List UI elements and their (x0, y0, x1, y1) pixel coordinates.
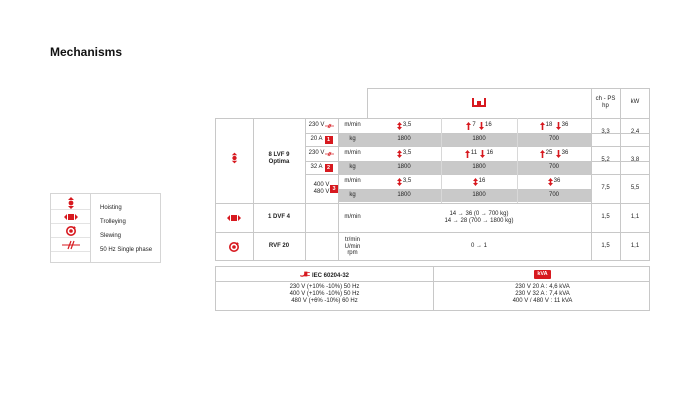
r3-kg-1: 1800 (397, 192, 411, 199)
r2-unit-kg: kg (349, 164, 356, 171)
trolleying-icon (51, 210, 90, 224)
slew-kw: 1,1 (630, 243, 640, 250)
r2-unit-mmin: m/min (344, 150, 361, 157)
r2-badge: 2 (324, 164, 333, 172)
r2-speed: 3,5 (367, 148, 441, 160)
r2-kg-1: 1800 (397, 164, 411, 171)
r3-slow: 36 (517, 176, 591, 188)
hook-icon (367, 88, 591, 118)
r1-kw: 2,4 (630, 129, 640, 136)
r2-kw: 3,8 (630, 157, 640, 164)
r1-slow: 18 36 (517, 120, 591, 132)
r1-unit-mmin: m/min (344, 122, 361, 129)
r1-voltage: 230 V (305, 120, 338, 132)
trolley-hp: 1,5 (601, 214, 610, 221)
kva-badge: kVA (534, 270, 551, 279)
r2-kg-3: 700 (548, 164, 559, 171)
r1-hp: 3,3 (601, 129, 610, 136)
r1-kg-3: 700 (548, 136, 559, 143)
trolleying-icon (215, 204, 253, 232)
trolley-unit: m/min (344, 214, 361, 221)
kva-values: 230 V 20 A : 4,6 kVA 230 V 32 A : 7,4 kV… (512, 284, 573, 305)
hp-header: ch - PS hp (595, 95, 616, 110)
slewing-icon (215, 233, 253, 261)
slewing-icon (51, 224, 90, 238)
hoisting-icon (51, 196, 90, 210)
slew-hp: 1,5 (601, 243, 610, 250)
r3-hp: 7,5 (601, 185, 610, 192)
r1-kg-1: 1800 (397, 136, 411, 143)
r1-unit-kg: kg (349, 136, 356, 143)
legend-slewing: Slewing (100, 233, 122, 239)
r3-kg-2: 1800 (472, 192, 486, 199)
iec-header: IEC 60204-32 (216, 270, 433, 280)
r2-slow: 25 36 (517, 148, 591, 160)
trolley-kw: 1,1 (630, 214, 640, 221)
r1-speed: 3,5 (367, 120, 441, 132)
kva-header: kVA (434, 270, 651, 279)
legend-single-phase: 50 Hz Single phase (100, 247, 153, 253)
r1-fast: 7 16 (441, 120, 517, 132)
r2-kg-2: 1800 (472, 164, 486, 171)
hoist-model: 8 LVF 9 Optima (268, 151, 290, 166)
r3-speed: 3,5 (367, 176, 441, 188)
kw-header: kW (630, 99, 640, 106)
legend-trolleying: Trolleying (100, 219, 126, 225)
slew-model: RVF 20 (268, 243, 290, 250)
trolley-model: 1 DVF 4 (267, 214, 290, 221)
iec-values: 230 V (+10% -10%) 50 Hz 400 V (+10% -10%… (289, 284, 360, 305)
legend (50, 193, 161, 263)
single-phase-icon (51, 238, 90, 252)
slew-speed: 0 → 1 (470, 243, 487, 250)
power-supply-table: IEC 60204-32 230 V (+10% -10%) 50 Hz 400… (215, 266, 650, 311)
r3-unit-mmin: m/min (344, 178, 361, 185)
r3-kg-3: 700 (548, 192, 559, 199)
r3-fast: 16 (441, 176, 517, 188)
r2-voltage: 230 V (305, 148, 338, 160)
r3-badge-cell: 3 (318, 184, 338, 194)
hoisting-icon (215, 150, 253, 166)
r3-unit-kg: kg (349, 192, 356, 199)
r2-fast: 11 16 (441, 148, 517, 160)
trolley-speeds: 14 → 36 (0 → 700 kg) 14 → 28 (700 → 1800… (444, 210, 514, 225)
plug-icon (299, 271, 310, 277)
r1-badge: 1 (324, 136, 333, 144)
r3-voltage: 400 V 480 V (313, 181, 330, 196)
legend-hoisting: Hoisting (100, 205, 122, 211)
r3-kw: 5,5 (630, 185, 640, 192)
page-title: Mechanisms (50, 45, 123, 59)
r2-hp: 5,2 (601, 157, 610, 164)
r1-kg-2: 1800 (472, 136, 486, 143)
r3-badge: 3 (330, 185, 338, 193)
slew-unit: tr/min U/min rpm (344, 236, 361, 257)
